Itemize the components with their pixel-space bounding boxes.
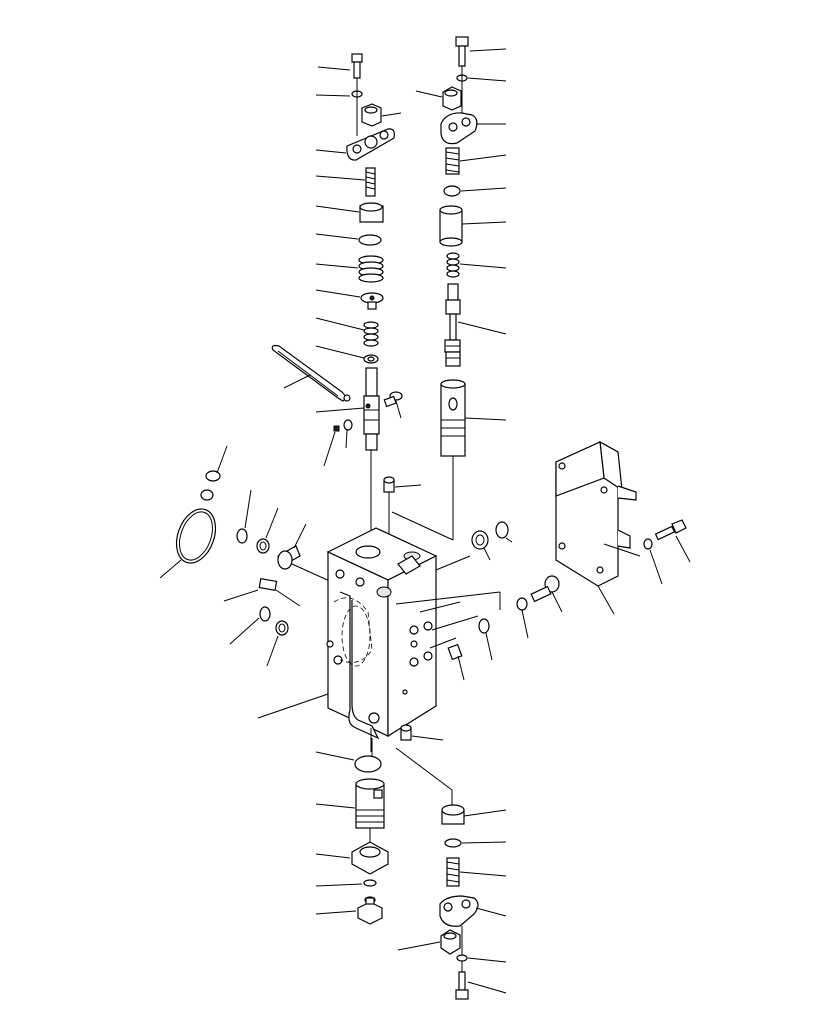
cover-plate-icon xyxy=(555,440,641,615)
bottom-right-screw-icon xyxy=(455,971,507,1000)
left-spring-icon xyxy=(315,167,376,197)
bottom-right-nut-icon xyxy=(397,929,461,955)
bottom-left-o-ring-icon xyxy=(315,751,382,773)
left-spring-seat-icon xyxy=(315,289,384,310)
bottom-plug-icon xyxy=(400,724,444,741)
bottom-left-o-ring-small-icon xyxy=(315,879,377,887)
bottom-left-nut-icon xyxy=(315,841,389,875)
bottom-right-o-ring-icon xyxy=(444,838,507,848)
left-small-washer-icon xyxy=(315,345,379,364)
right-side-valve-icon xyxy=(530,575,563,613)
left-top-nut-icon xyxy=(361,103,402,127)
left-pin-icon xyxy=(383,391,403,419)
bottom-left-plug-icon xyxy=(315,896,383,925)
top-plug-icon xyxy=(383,476,422,540)
left-big-spring-icon xyxy=(315,255,384,283)
left-top-screw-icon xyxy=(317,53,363,79)
right-top-flange-icon xyxy=(440,112,506,145)
side-plug-a-icon xyxy=(256,507,279,554)
side-cap-icon xyxy=(277,523,335,584)
right-spool-icon xyxy=(444,283,507,367)
right-spool-sleeve-icon xyxy=(391,379,507,541)
small-o-ring-icon xyxy=(236,489,252,544)
right-o-ring-icon xyxy=(443,185,507,197)
left-o-ring-icon xyxy=(315,233,382,246)
right-top-washer-icon xyxy=(456,74,507,82)
left-side-plug-icon xyxy=(200,445,228,501)
big-o-ring-icon xyxy=(159,508,217,579)
cover-washer-icon xyxy=(643,538,663,585)
side-o-ring-a-icon xyxy=(229,606,271,645)
left-top-flange-icon xyxy=(315,128,395,161)
right-spring-icon xyxy=(445,147,507,175)
right-side-o-ring-icon xyxy=(495,521,513,543)
bottom-right-spring-icon xyxy=(446,857,507,887)
left-spool-icon xyxy=(315,367,380,540)
side-plug-b-icon xyxy=(266,620,289,667)
valve-body-icon xyxy=(257,527,438,740)
left-clip-icon xyxy=(323,419,353,467)
right-side-o-ring-b-icon xyxy=(516,597,529,639)
right-side-cap-icon xyxy=(471,530,491,561)
right-top-screw-icon xyxy=(455,36,507,67)
left-piston-icon xyxy=(315,202,384,223)
right-sleeve-icon xyxy=(439,205,507,247)
right-top-nut-icon xyxy=(415,86,462,111)
right-side-o-ring-c-icon xyxy=(478,618,493,661)
bottom-left-valve-icon xyxy=(315,778,385,829)
right-small-spring-icon xyxy=(446,252,507,278)
bottom-right-cap-icon xyxy=(441,804,507,825)
right-side-plug-icon xyxy=(447,643,465,681)
left-small-spring-icon xyxy=(315,317,379,347)
cover-bolt-icon xyxy=(654,519,691,563)
left-top-washer-icon xyxy=(315,90,363,98)
lever-icon xyxy=(271,344,351,402)
side-screw-icon xyxy=(223,577,301,607)
bottom-right-washer-icon xyxy=(456,954,507,963)
